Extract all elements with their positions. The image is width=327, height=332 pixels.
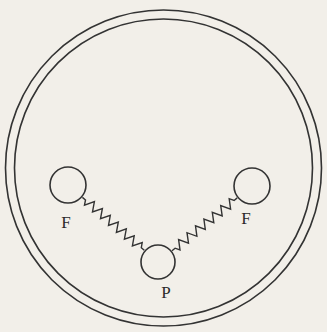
inner-circle	[15, 19, 313, 317]
mass-label: F	[241, 210, 250, 227]
circle-outline	[233, 167, 271, 205]
outer-circle	[6, 10, 322, 326]
mass-circle: F	[49, 166, 87, 204]
mass-circle: F	[233, 167, 271, 205]
circle-shape	[234, 168, 270, 204]
circle-shape	[141, 245, 175, 279]
mass-label: F	[61, 214, 70, 231]
circle-outline	[49, 166, 87, 204]
circle-shape	[50, 167, 86, 203]
circle-outline	[140, 244, 176, 280]
mass-circle: P	[140, 244, 176, 280]
spring	[82, 197, 144, 250]
spring	[172, 198, 237, 251]
mass-label: P	[161, 284, 170, 301]
